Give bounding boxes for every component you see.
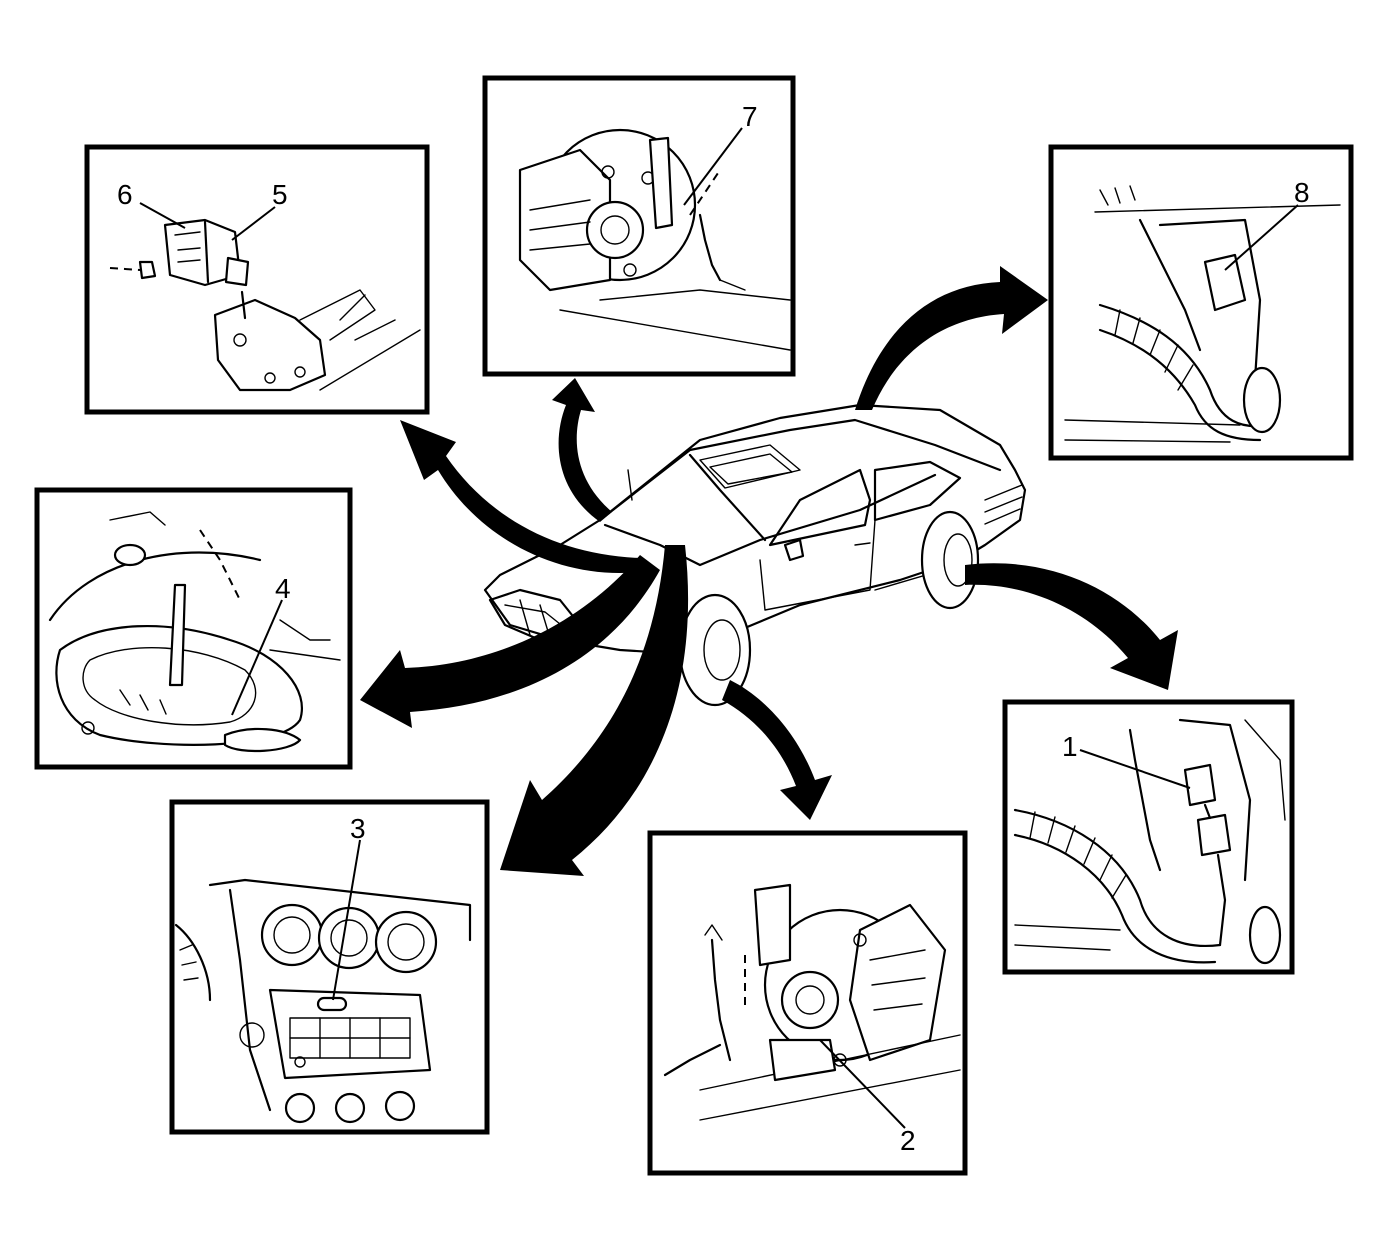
arrow-to-2	[722, 680, 832, 820]
leader-4	[231, 599, 283, 716]
pointer-arrows	[360, 266, 1178, 876]
panel-callout-7: 7	[482, 75, 796, 377]
arrow-to-5-6	[400, 420, 640, 574]
panel-callout-1: 1	[1002, 699, 1295, 975]
arrow-to-1	[965, 563, 1178, 690]
callout-3: 3	[350, 813, 366, 844]
panel-callout-8: 8	[1048, 144, 1354, 461]
callout-2: 2	[900, 1125, 916, 1156]
leader-6	[139, 202, 186, 229]
panel-callout-4: 4	[34, 487, 353, 770]
leader-3	[332, 839, 361, 1001]
callout-4: 4	[275, 573, 291, 604]
callout-8: 8	[1294, 177, 1310, 208]
arrow-to-7	[552, 378, 612, 522]
panel-callouts-5-6: 6 5	[84, 144, 430, 415]
leader-8	[1224, 204, 1299, 271]
leader-7	[683, 127, 743, 206]
arrow-to-8	[855, 266, 1048, 410]
panel-callout-3: 3	[169, 799, 490, 1135]
leader-1	[1079, 749, 1191, 789]
callout-6: 6	[117, 179, 133, 210]
leader-2	[819, 1039, 906, 1129]
callout-7: 7	[742, 101, 758, 132]
arrow-to-4	[360, 555, 660, 728]
leader-5	[231, 206, 276, 241]
panel-callout-2: 2	[647, 830, 968, 1176]
callout-1: 1	[1062, 731, 1078, 762]
callout-5: 5	[272, 179, 288, 210]
arrow-to-3	[500, 545, 689, 876]
